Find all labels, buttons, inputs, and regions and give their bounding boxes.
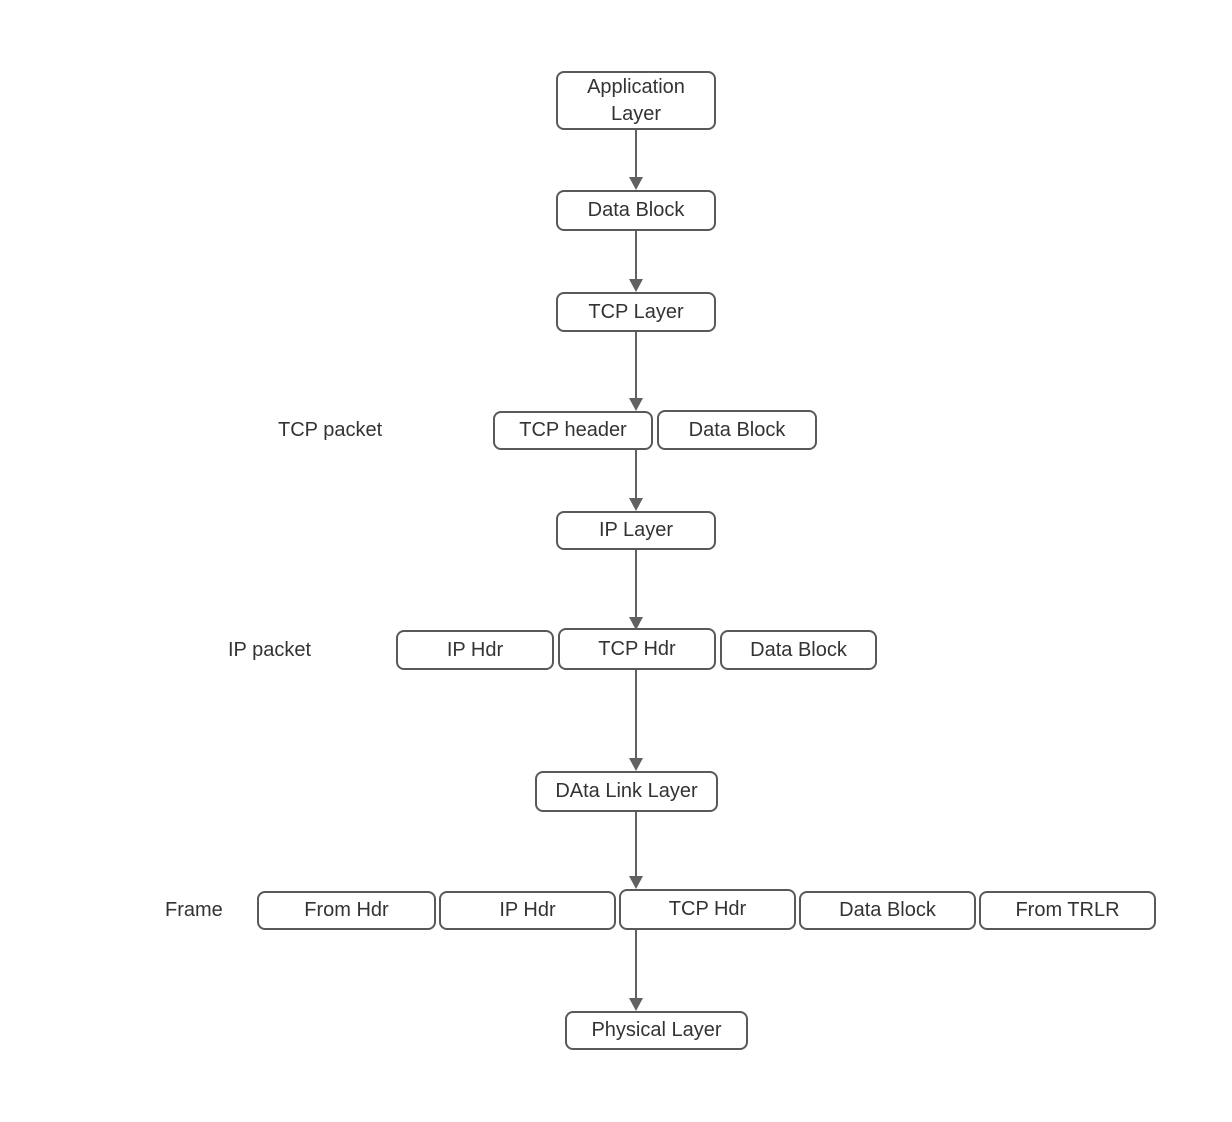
label-ip-packet: IP packet	[228, 638, 312, 661]
cell-data-block: Data Block	[657, 410, 817, 450]
node-tcp-layer: TCP Layer	[556, 292, 716, 332]
node-ip-layer: IP Layer	[556, 511, 716, 550]
label-tcp-packet: TCP packet	[278, 419, 383, 441]
cell-ip-hdr: IP Hdr	[396, 630, 554, 670]
node-physical-layer: Physical Layer	[565, 1011, 748, 1050]
cell-ip-hdr: IP Hdr	[439, 891, 616, 930]
arrow-head-icon	[629, 758, 643, 771]
arrow-head-icon	[629, 498, 643, 511]
arrow-head-icon	[629, 998, 643, 1011]
node-application-layer: Application Layer	[556, 71, 716, 130]
arrow-line	[635, 332, 637, 399]
node-data-link-layer: DAta Link Layer	[535, 771, 718, 812]
arrow-line	[635, 130, 637, 178]
arrow-line	[635, 450, 637, 499]
arrow-head-icon	[629, 398, 643, 411]
arrow-line	[635, 812, 637, 877]
label-frame: Frame	[165, 898, 223, 921]
arrow-line	[635, 670, 637, 759]
arrow-line	[635, 231, 637, 280]
arrow-line	[635, 550, 637, 618]
arrow-head-icon	[629, 617, 643, 630]
cell-tcp-hdr: TCP Hdr	[619, 889, 796, 930]
arrow-head-icon	[629, 177, 643, 190]
arrow-line	[635, 930, 637, 999]
cell-from-trlr: From TRLR	[979, 891, 1156, 930]
node-data-block: Data Block	[556, 190, 716, 231]
cell-data-block: Data Block	[799, 891, 976, 930]
cell-data-block: Data Block	[720, 630, 877, 670]
cell-from-hdr: From Hdr	[257, 891, 436, 930]
arrow-head-icon	[629, 279, 643, 292]
cell-tcp-header: TCP header	[493, 411, 653, 450]
cell-tcp-hdr: TCP Hdr	[558, 628, 716, 670]
arrow-head-icon	[629, 876, 643, 889]
